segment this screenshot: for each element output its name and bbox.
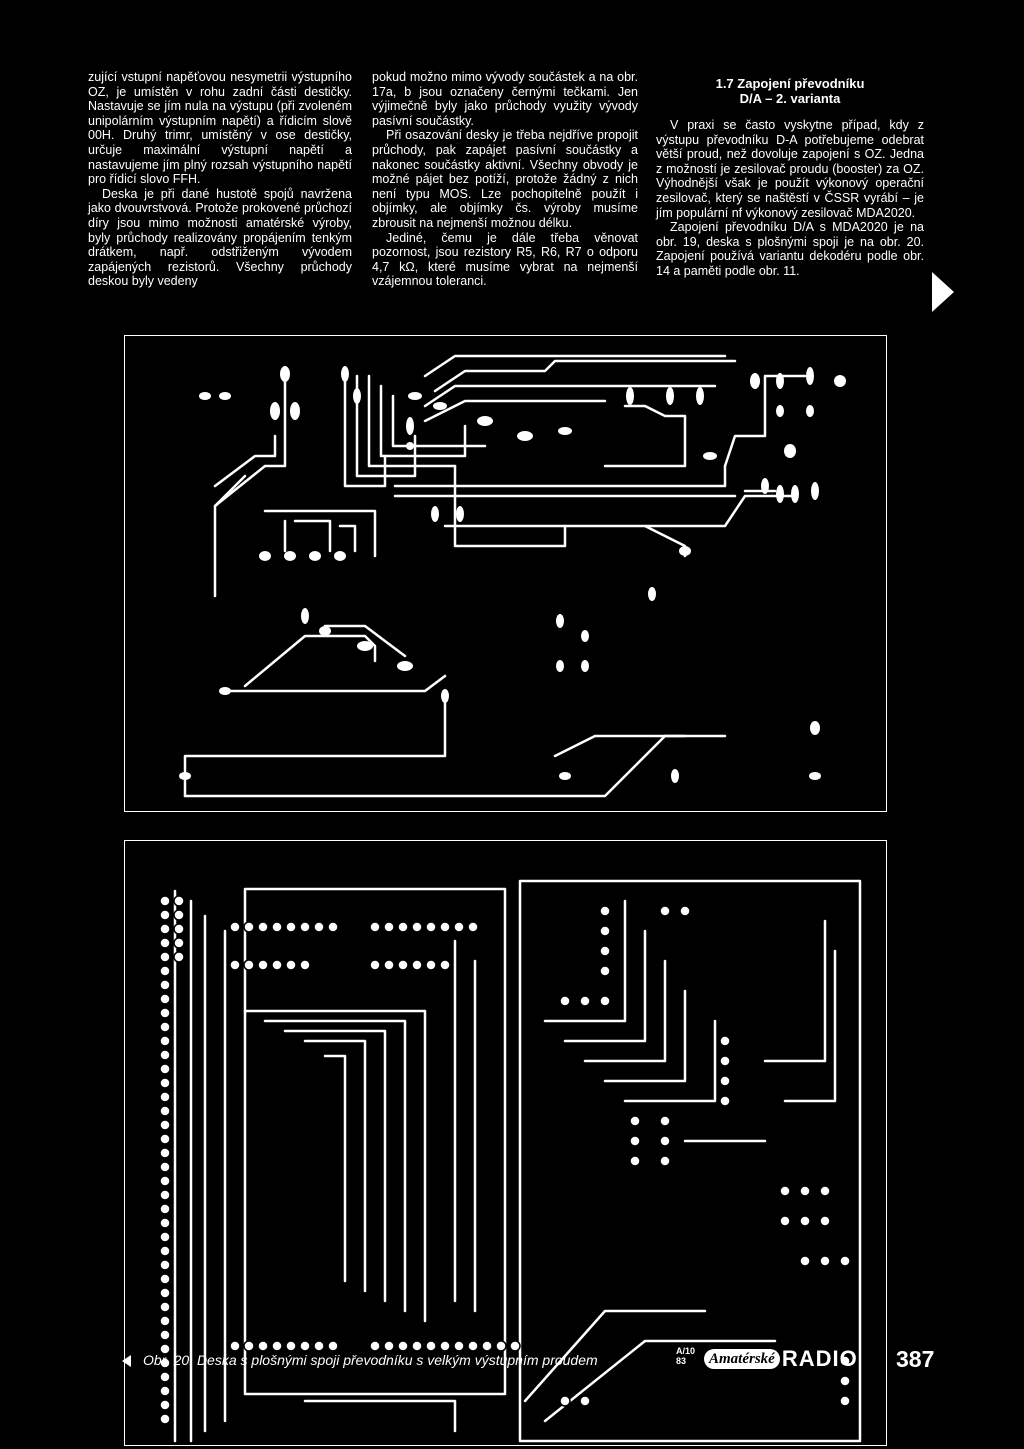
- text-column-1: zující vstupní napěťovou nesymetrii výst…: [88, 70, 352, 289]
- pcb-traces-bottom: [159, 879, 862, 1443]
- caption-text: Obr. 20. Deska s plošnými spoji převodní…: [143, 1352, 598, 1368]
- paragraph: pokud možno mimo vývody součástek a na o…: [372, 70, 638, 128]
- paragraph: V praxi se často vyskytne případ, kdy z …: [656, 118, 924, 220]
- paragraph: zující vstupní napěťovou nesymetrii výst…: [88, 70, 352, 187]
- magazine-logo: Amatérské RADIO: [704, 1346, 858, 1371]
- text-column-3: 1.7 Zapojení převodníku D/A – 2. variant…: [656, 70, 924, 279]
- figure-caption: Obr. 20. Deska s plošnými spoji převodní…: [122, 1352, 598, 1368]
- logo-pill: Amatérské: [704, 1349, 780, 1369]
- paragraph: Při osazování desky je třeba nejdříve pr…: [372, 128, 638, 230]
- issue-number: A/10 83: [676, 1346, 695, 1366]
- text-column-2: pokud možno mimo vývody součástek a na o…: [372, 70, 638, 289]
- page-number: 387: [896, 1346, 935, 1372]
- issue-number-line-2: 83: [676, 1356, 687, 1366]
- pcb-board-bottom: [124, 840, 887, 1446]
- issue-number-line-1: A/10: [676, 1346, 696, 1356]
- paragraph: Deska je při dané hustotě spojů navržena…: [88, 186, 352, 289]
- section-title: 1.7 Zapojení převodníku D/A – 2. variant…: [656, 76, 924, 106]
- pcb-board-top: [124, 335, 887, 812]
- section-title-line-2: D/A – 2. varianta: [739, 91, 841, 106]
- section-title-line-1: 1.7 Zapojení převodníku: [715, 76, 865, 91]
- paragraph: Jediné, čemu je dále třeba věnovat pozor…: [372, 230, 638, 289]
- caption-arrow-icon: [122, 1355, 131, 1368]
- logo-word: RADIO: [781, 1346, 858, 1371]
- paragraph: Zapojení převodníku D/A s MDA2020 je na …: [656, 220, 924, 278]
- continue-arrow-icon: [932, 272, 954, 312]
- pcb-traces-top: [179, 354, 846, 798]
